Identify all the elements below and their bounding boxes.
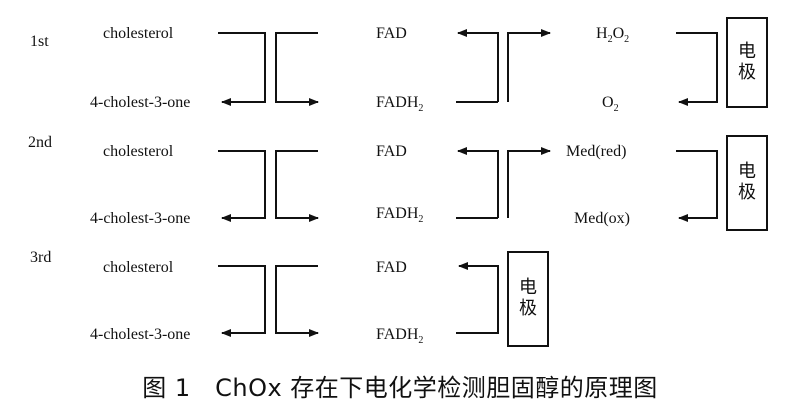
row2-fad-oxidation-left-arrow (457, 147, 499, 218)
figure-caption: 图 1 ChOx 存在下电化学检测胆固醇的原理图 (142, 374, 658, 402)
row2-substrate: cholesterol (103, 143, 174, 160)
generation-label-1st: 1st (30, 33, 49, 50)
row3-fadh2: FADH2 (376, 326, 424, 347)
row1-electrode-arrow (676, 32, 718, 106)
row2-fad-reduction-arrow (275, 150, 319, 222)
row2-fad: FAD (376, 143, 407, 160)
generation-label-2nd: 2nd (28, 134, 52, 151)
row2-mediator-bottom: Med(ox) (574, 210, 630, 227)
row1-fad-oxidation-left-arrow (457, 29, 499, 102)
row1-mediator-top: H2O2 (596, 25, 630, 46)
row1-product: 4-cholest-3-one (90, 94, 191, 111)
row3-fad: FAD (376, 259, 407, 276)
row1-mediator-bottom: O2 (602, 94, 619, 115)
row1-substrate: cholesterol (103, 25, 174, 42)
row2-cholesterol-arrow (218, 150, 266, 222)
row3-cholesterol-arrow (218, 265, 266, 337)
row3-product: 4-cholest-3-one (90, 326, 191, 343)
row1-fadh2: FADH2 (376, 94, 424, 115)
row3-electrode: 电极 (507, 251, 549, 347)
row1-cholesterol-arrow (218, 32, 266, 106)
generation-label-3rd: 3rd (30, 249, 52, 266)
row2-electrode-arrow (676, 150, 718, 222)
row2-mediator-top: Med(red) (566, 143, 627, 160)
row2-fadh2: FADH2 (376, 205, 424, 226)
row1-electrode: 电极 (726, 17, 768, 108)
row3-substrate: cholesterol (103, 259, 174, 276)
row2-mediator-arrow (507, 147, 551, 218)
row1-mediator-arrow (507, 29, 551, 102)
row2-product: 4-cholest-3-one (90, 210, 191, 227)
row2-electrode: 电极 (726, 135, 768, 231)
row3-fad-reduction-arrow (275, 265, 319, 337)
row1-fad-reduction-arrow (275, 32, 319, 106)
row3-electrode-arrow (456, 262, 499, 334)
row1-fad: FAD (376, 25, 407, 42)
